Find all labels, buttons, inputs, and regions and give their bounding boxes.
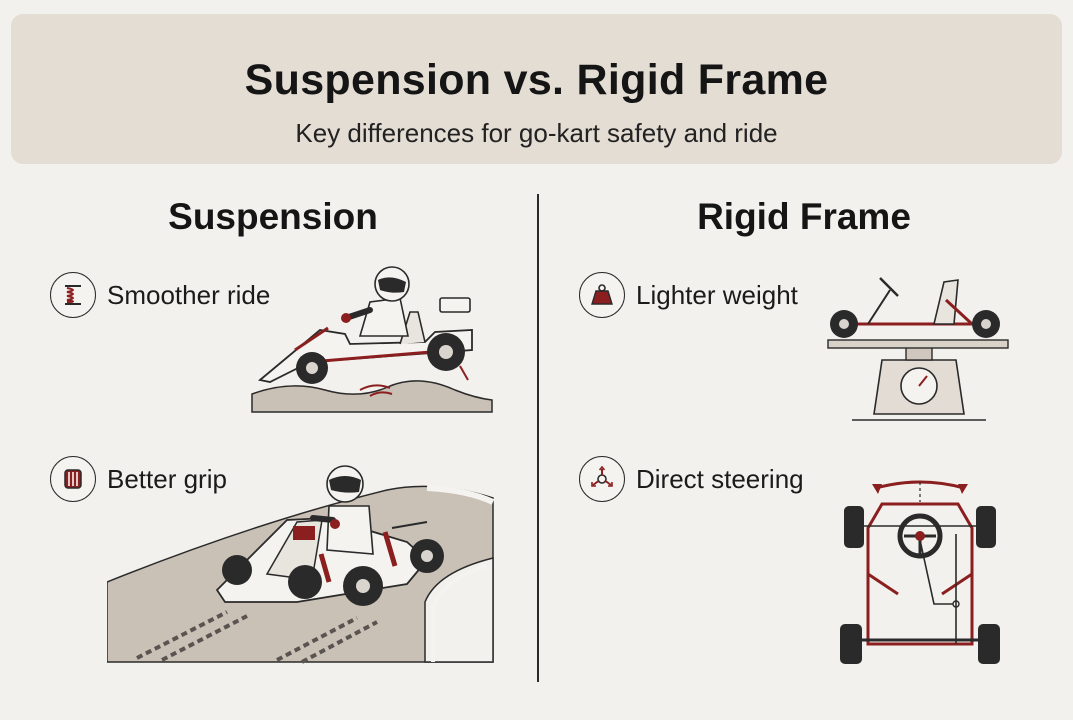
suspension-heading: Suspension <box>168 196 378 237</box>
weight-icon <box>579 272 625 318</box>
header-banner: Suspension vs. Rigid Frame Key differenc… <box>11 14 1062 164</box>
tire-tread-icon <box>50 456 96 502</box>
feature-lighter-weight: Lighter weight <box>579 271 798 319</box>
kart-bumpy-road-illustration <box>251 266 493 413</box>
feature-label: Smoother ride <box>107 279 271 310</box>
feature-label: Direct steering <box>636 463 804 494</box>
page-title: Suspension vs. Rigid Frame <box>244 56 829 104</box>
column-divider <box>537 194 539 682</box>
feature-label: Lighter weight <box>636 279 798 310</box>
kart-on-scale-illustration <box>827 277 1009 421</box>
feature-smoother-ride: Smoother ride <box>50 271 270 319</box>
page-subtitle: Key differences for go-kart safety and r… <box>295 118 778 148</box>
feature-better-grip: Better grip <box>50 455 227 503</box>
kart-track-grip-illustration <box>107 465 495 664</box>
coil-spring-icon <box>50 272 96 318</box>
kart-frame-topdown-illustration <box>840 480 1000 664</box>
feature-label: Better grip <box>107 463 227 494</box>
steering-arrows-icon <box>579 456 625 502</box>
rigid-frame-heading: Rigid Frame <box>697 196 911 237</box>
feature-direct-steering: Direct steering <box>579 455 804 503</box>
